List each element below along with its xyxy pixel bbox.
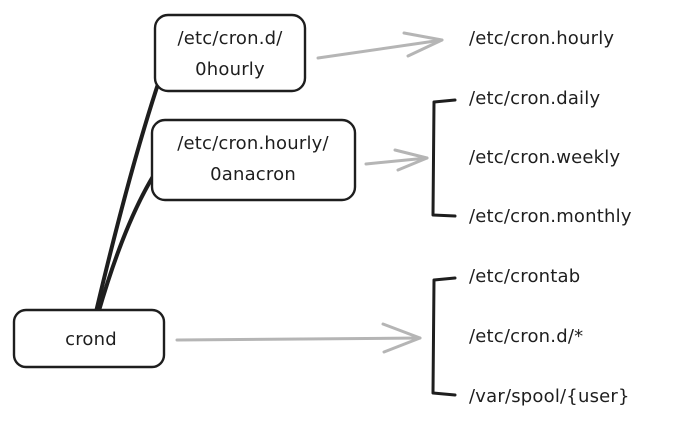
arrow-head [393,148,429,172]
node-label: crond [65,329,117,350]
target-var-spool-user: /var/spool/{user} [469,386,630,407]
arrow-to-crond-targets [175,322,422,354]
arrow-head [381,322,422,354]
node-line-1: /etc/cron.d/ [177,28,283,49]
node-crond: crond [12,308,166,369]
node-box [153,13,307,93]
arrow-shaft [364,156,429,166]
node-box [12,308,166,369]
node-cron-hourly-0anacron: /etc/cron.hourly/ 0anacron [150,118,357,202]
connector-crond-to-anacron-box [96,168,159,316]
arrow-to-cron-hourly [316,31,444,60]
target-crontab: /etc/crontab [469,266,580,287]
bracket-anacron-targets [431,98,457,218]
node-line-2: 0anacron [210,164,296,185]
target-cron-weekly: /etc/cron.weekly [469,147,620,168]
arrow-to-anacron-targets [364,148,429,172]
node-line-1: /etc/cron.hourly/ [177,133,329,154]
node-cron-d-0hourly: /etc/cron.d/ 0hourly [153,13,307,93]
connector-crond-to-cron-d-box [94,76,162,314]
target-cron-daily: /etc/cron.daily [469,88,600,109]
target-cron-monthly: /etc/cron.monthly [469,206,632,227]
bracket-crond-targets [431,276,457,397]
arrow-head [402,31,444,58]
target-cron-hourly: /etc/cron.hourly [469,28,614,49]
node-line-2: 0hourly [195,59,265,80]
arrow-shaft [316,38,444,60]
node-box [150,118,357,202]
target-cron-d-all: /etc/cron.d/* [469,326,583,347]
arrow-shaft [175,336,422,342]
